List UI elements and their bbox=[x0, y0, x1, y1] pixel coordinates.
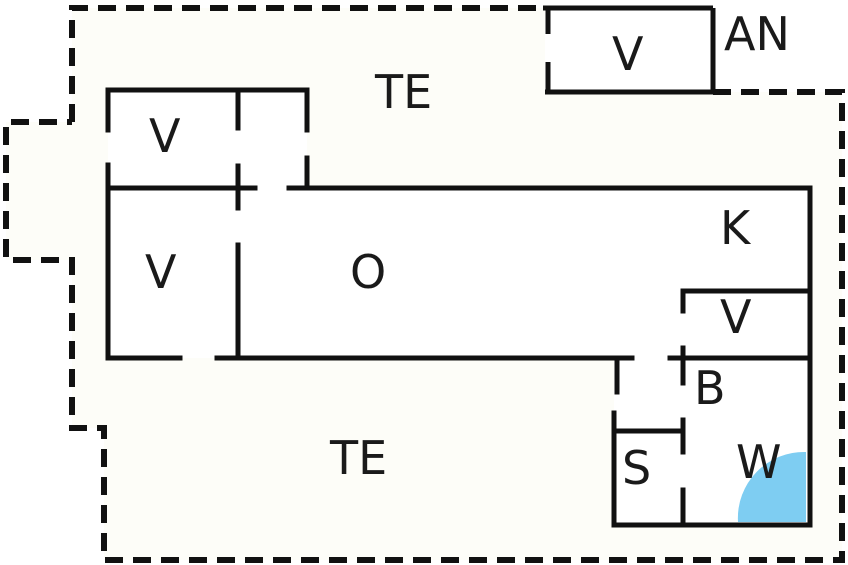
label-water: W bbox=[736, 435, 781, 489]
label-veranda-right: V bbox=[720, 290, 752, 344]
label-storage: S bbox=[622, 441, 651, 495]
label-terrace-top: TE bbox=[374, 65, 432, 119]
label-terrace-bottom: TE bbox=[329, 431, 387, 485]
house-walls bbox=[105, 87, 813, 528]
label-veranda-annex: V bbox=[612, 27, 644, 81]
annex-veranda-fill bbox=[548, 10, 711, 90]
label-veranda-left: V bbox=[145, 245, 177, 299]
water-feature-icon bbox=[737, 451, 806, 522]
label-veranda-top-left: V bbox=[149, 109, 181, 163]
house-interior bbox=[108, 90, 810, 525]
label-bathroom: B bbox=[694, 361, 726, 415]
label-kitchen: K bbox=[720, 201, 752, 255]
label-open-room: O bbox=[350, 245, 386, 299]
terrace-boundary-dashes bbox=[3, 5, 845, 563]
label-annex: AN bbox=[724, 7, 790, 61]
